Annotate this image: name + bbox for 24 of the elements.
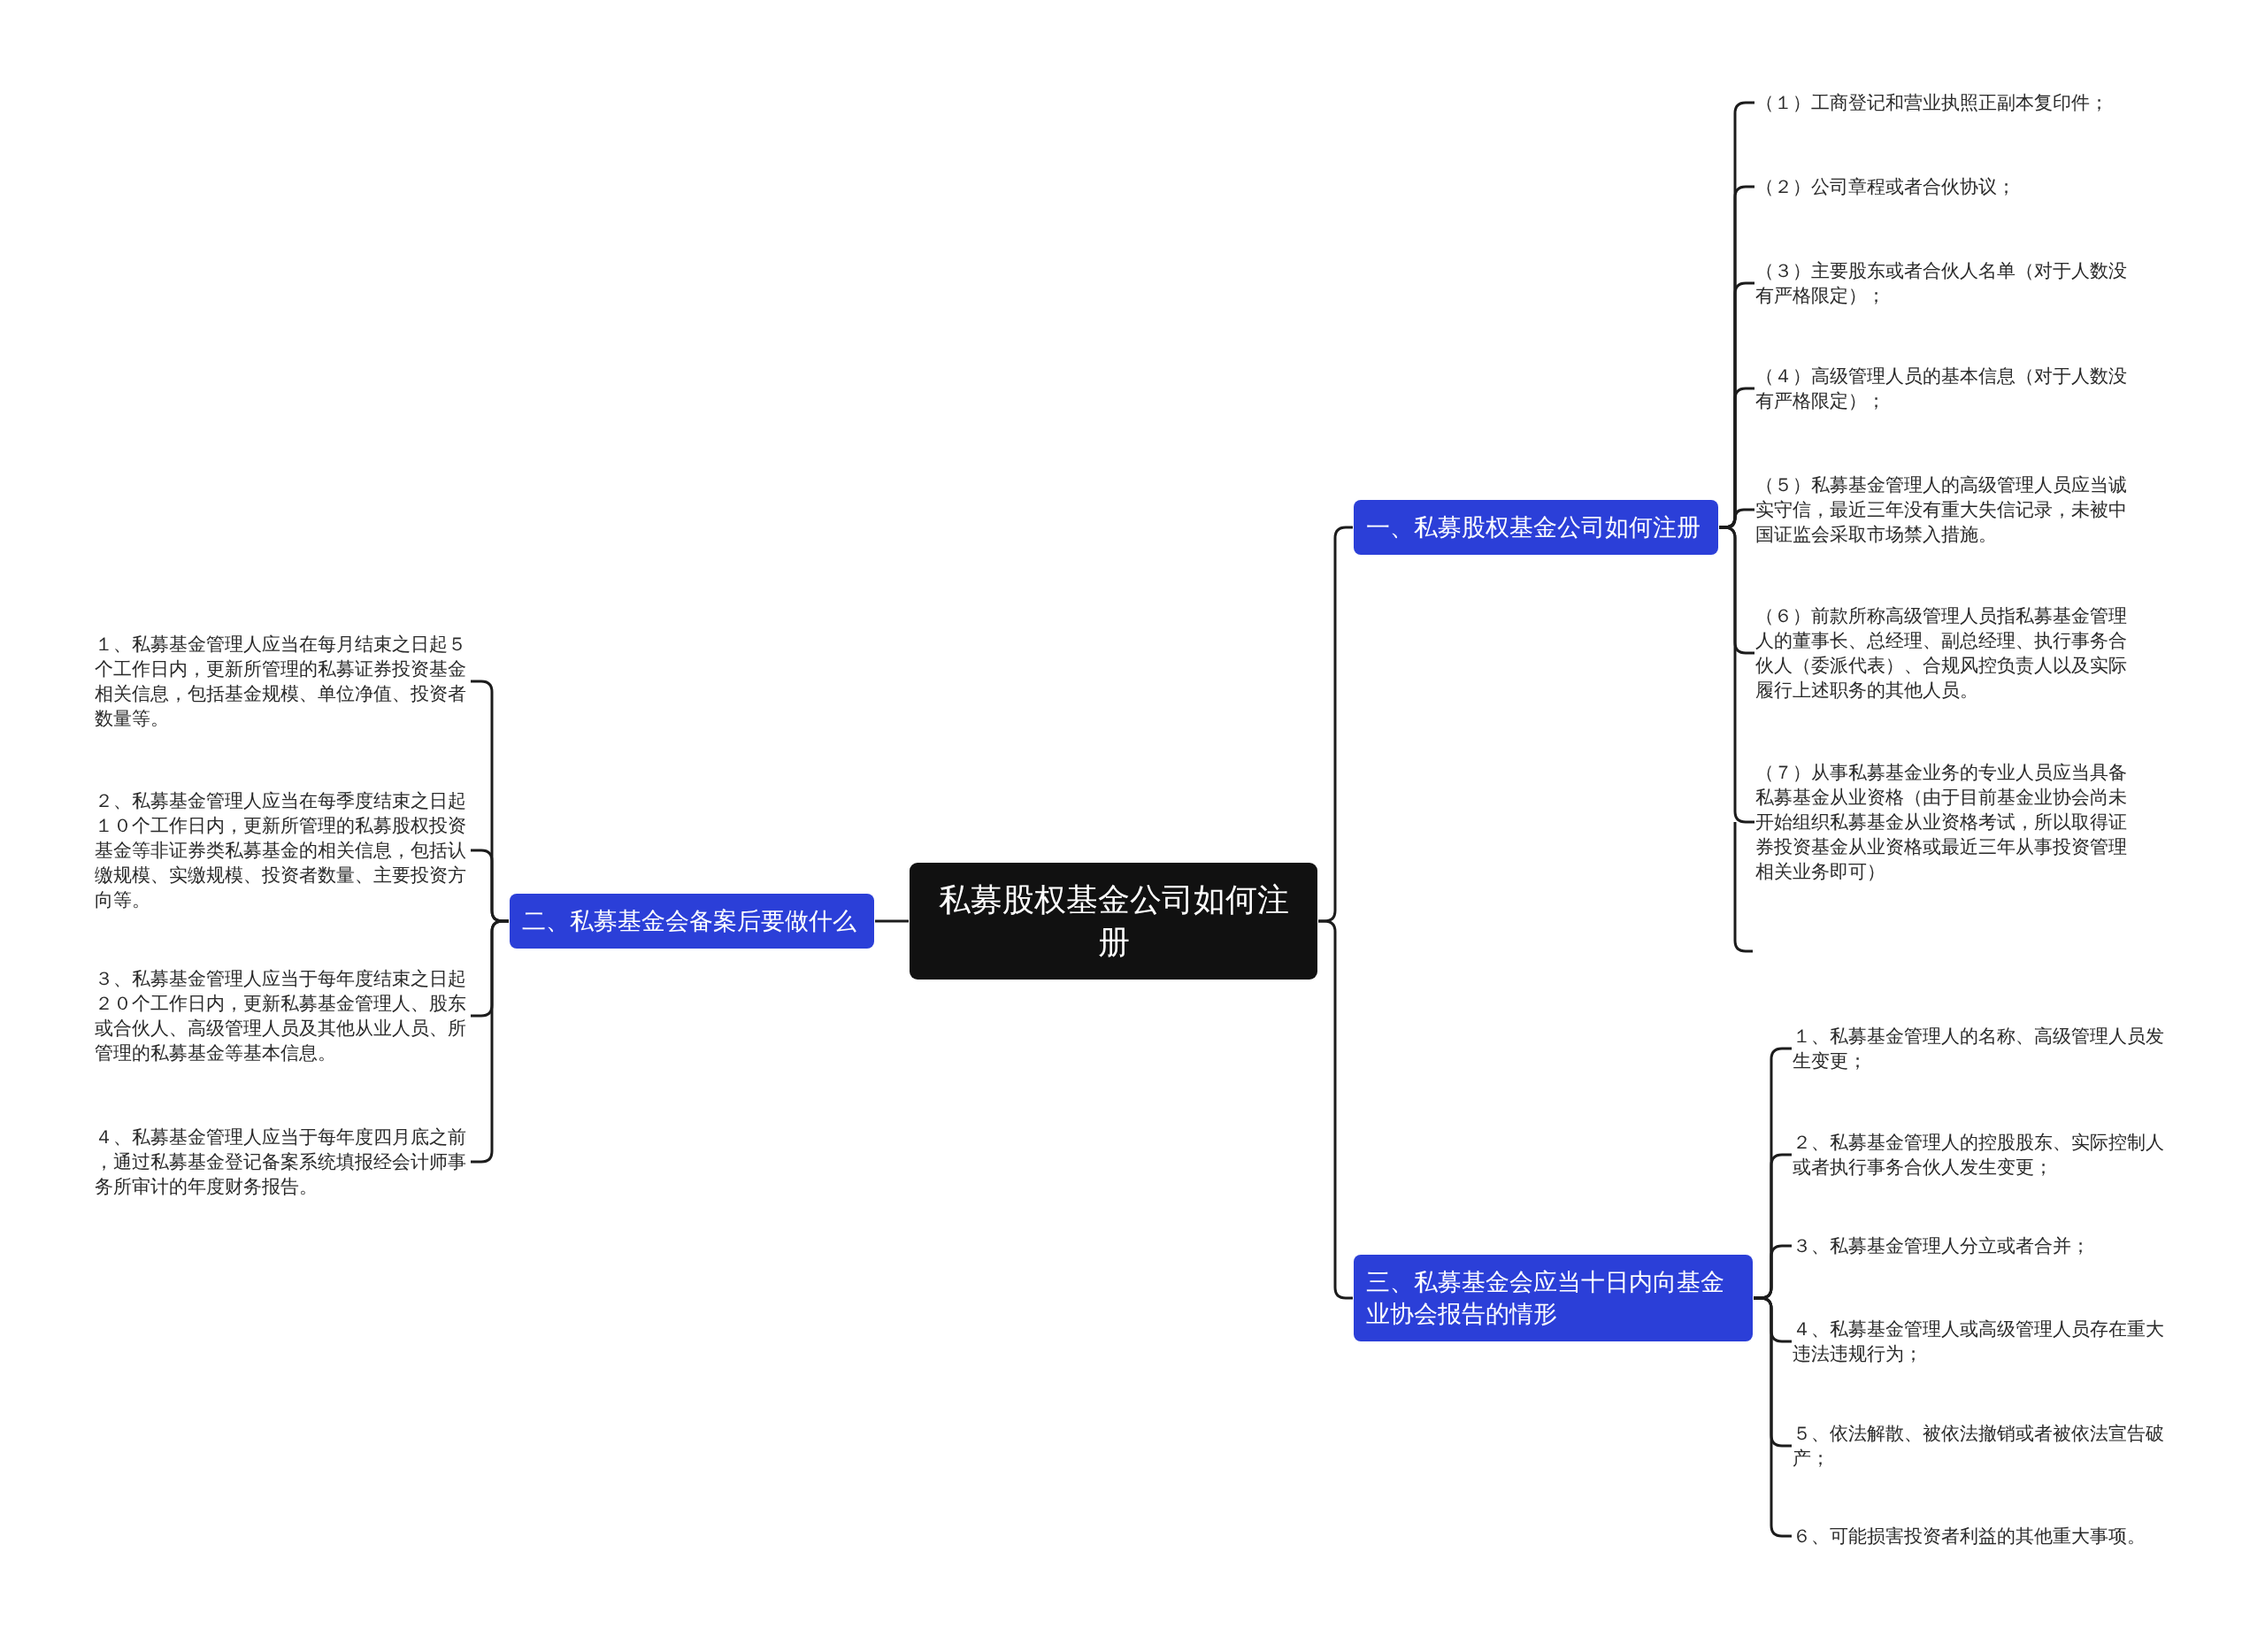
leaf-text: ５、依法解散、被依法撤销或者被依法宣告破产； <box>1793 1421 2168 1471</box>
connector-line <box>1318 919 1353 1300</box>
leaf-text: ２、私募基金管理人应当在每季度结束之日起１０个工作日内，更新所管理的私募股权投资基金等非证券类私募基金的相关信息，包括认缴规模、实缴规模、投资者数量、主要投资方向等。 <box>95 788 470 912</box>
leaf-text: （１）工商登记和营业执照正副本复印件； <box>1755 90 2131 115</box>
leaf-text: １、私募基金管理人的名称、高级管理人员发生变更； <box>1793 1024 2168 1073</box>
leaf-text: １、私募基金管理人应当在每月结束之日起５个工作日内，更新所管理的私募证券投资基金相关信息，包括基金规模、单位净值、投资者数量等。 <box>95 632 470 731</box>
leaf-text: （４）高级管理人员的基本信息（对于人数没有严格限定）； <box>1755 364 2131 413</box>
central-topic-box: 私募股权基金公司如何注册 <box>910 863 1317 980</box>
leaf-text: ６、可能损害投资者利益的其他重大事项。 <box>1793 1524 2168 1548</box>
leaf-text: ３、私募基金管理人应当于每年度结束之日起２０个工作日内，更新私募基金管理人、股东或合伙人、高级管理人员及其他从业人员、所管理的私募基金等基本信息。 <box>95 966 470 1065</box>
topic-box: 二、私募基金会备案后要做什么 <box>510 894 874 949</box>
leaf-text: ４、私募基金管理人应当于每年度四月底之前，通过私募基金登记备案系统填报经会计师事务所审计的年度财务报告。 <box>95 1125 470 1199</box>
leaf-text: （３）主要股东或者合伙人名单（对于人数没有严格限定）； <box>1755 258 2131 308</box>
topic-box: 一、私募股权基金公司如何注册 <box>1354 500 1718 555</box>
connector-line <box>1719 526 1754 824</box>
leaf-text: ４、私募基金管理人或高级管理人员存在重大违法违规行为； <box>1793 1317 2168 1366</box>
leaf-text: （７）从事私募基金业务的专业人员应当具备私募基金从业资格（由于目前基金业协会尚未开始组织私募基金从业资格考试，所以取得证券投资基金从业资格或最近三年从事投资管理相关业务即可） <box>1755 760 2131 884</box>
leaf-text: （２）公司章程或者合伙协议； <box>1755 174 2131 199</box>
leaf-text: ２、私募基金管理人的控股股东、实际控制人或者执行事务合伙人发生变更； <box>1793 1130 2168 1179</box>
leaf-text: （５）私募基金管理人的高级管理人员应当诚实守信，最近三年没有重大失信记录，未被中国证监会采取市场禁入措施。 <box>1755 473 2131 547</box>
leaf-text: ３、私募基金管理人分立或者合并； <box>1793 1233 2168 1258</box>
connector-line <box>875 919 909 923</box>
topic-box: 三、私募基金会应当十日内向基金业协会报告的情形 <box>1354 1255 1753 1341</box>
leaf-text: （６）前款所称高级管理人员指私募基金管理人的董事长、总经理、副总经理、执行事务合伙人（委派代表）、合规风控负责人以及实际履行上述职务的其他人员。 <box>1755 603 2131 703</box>
